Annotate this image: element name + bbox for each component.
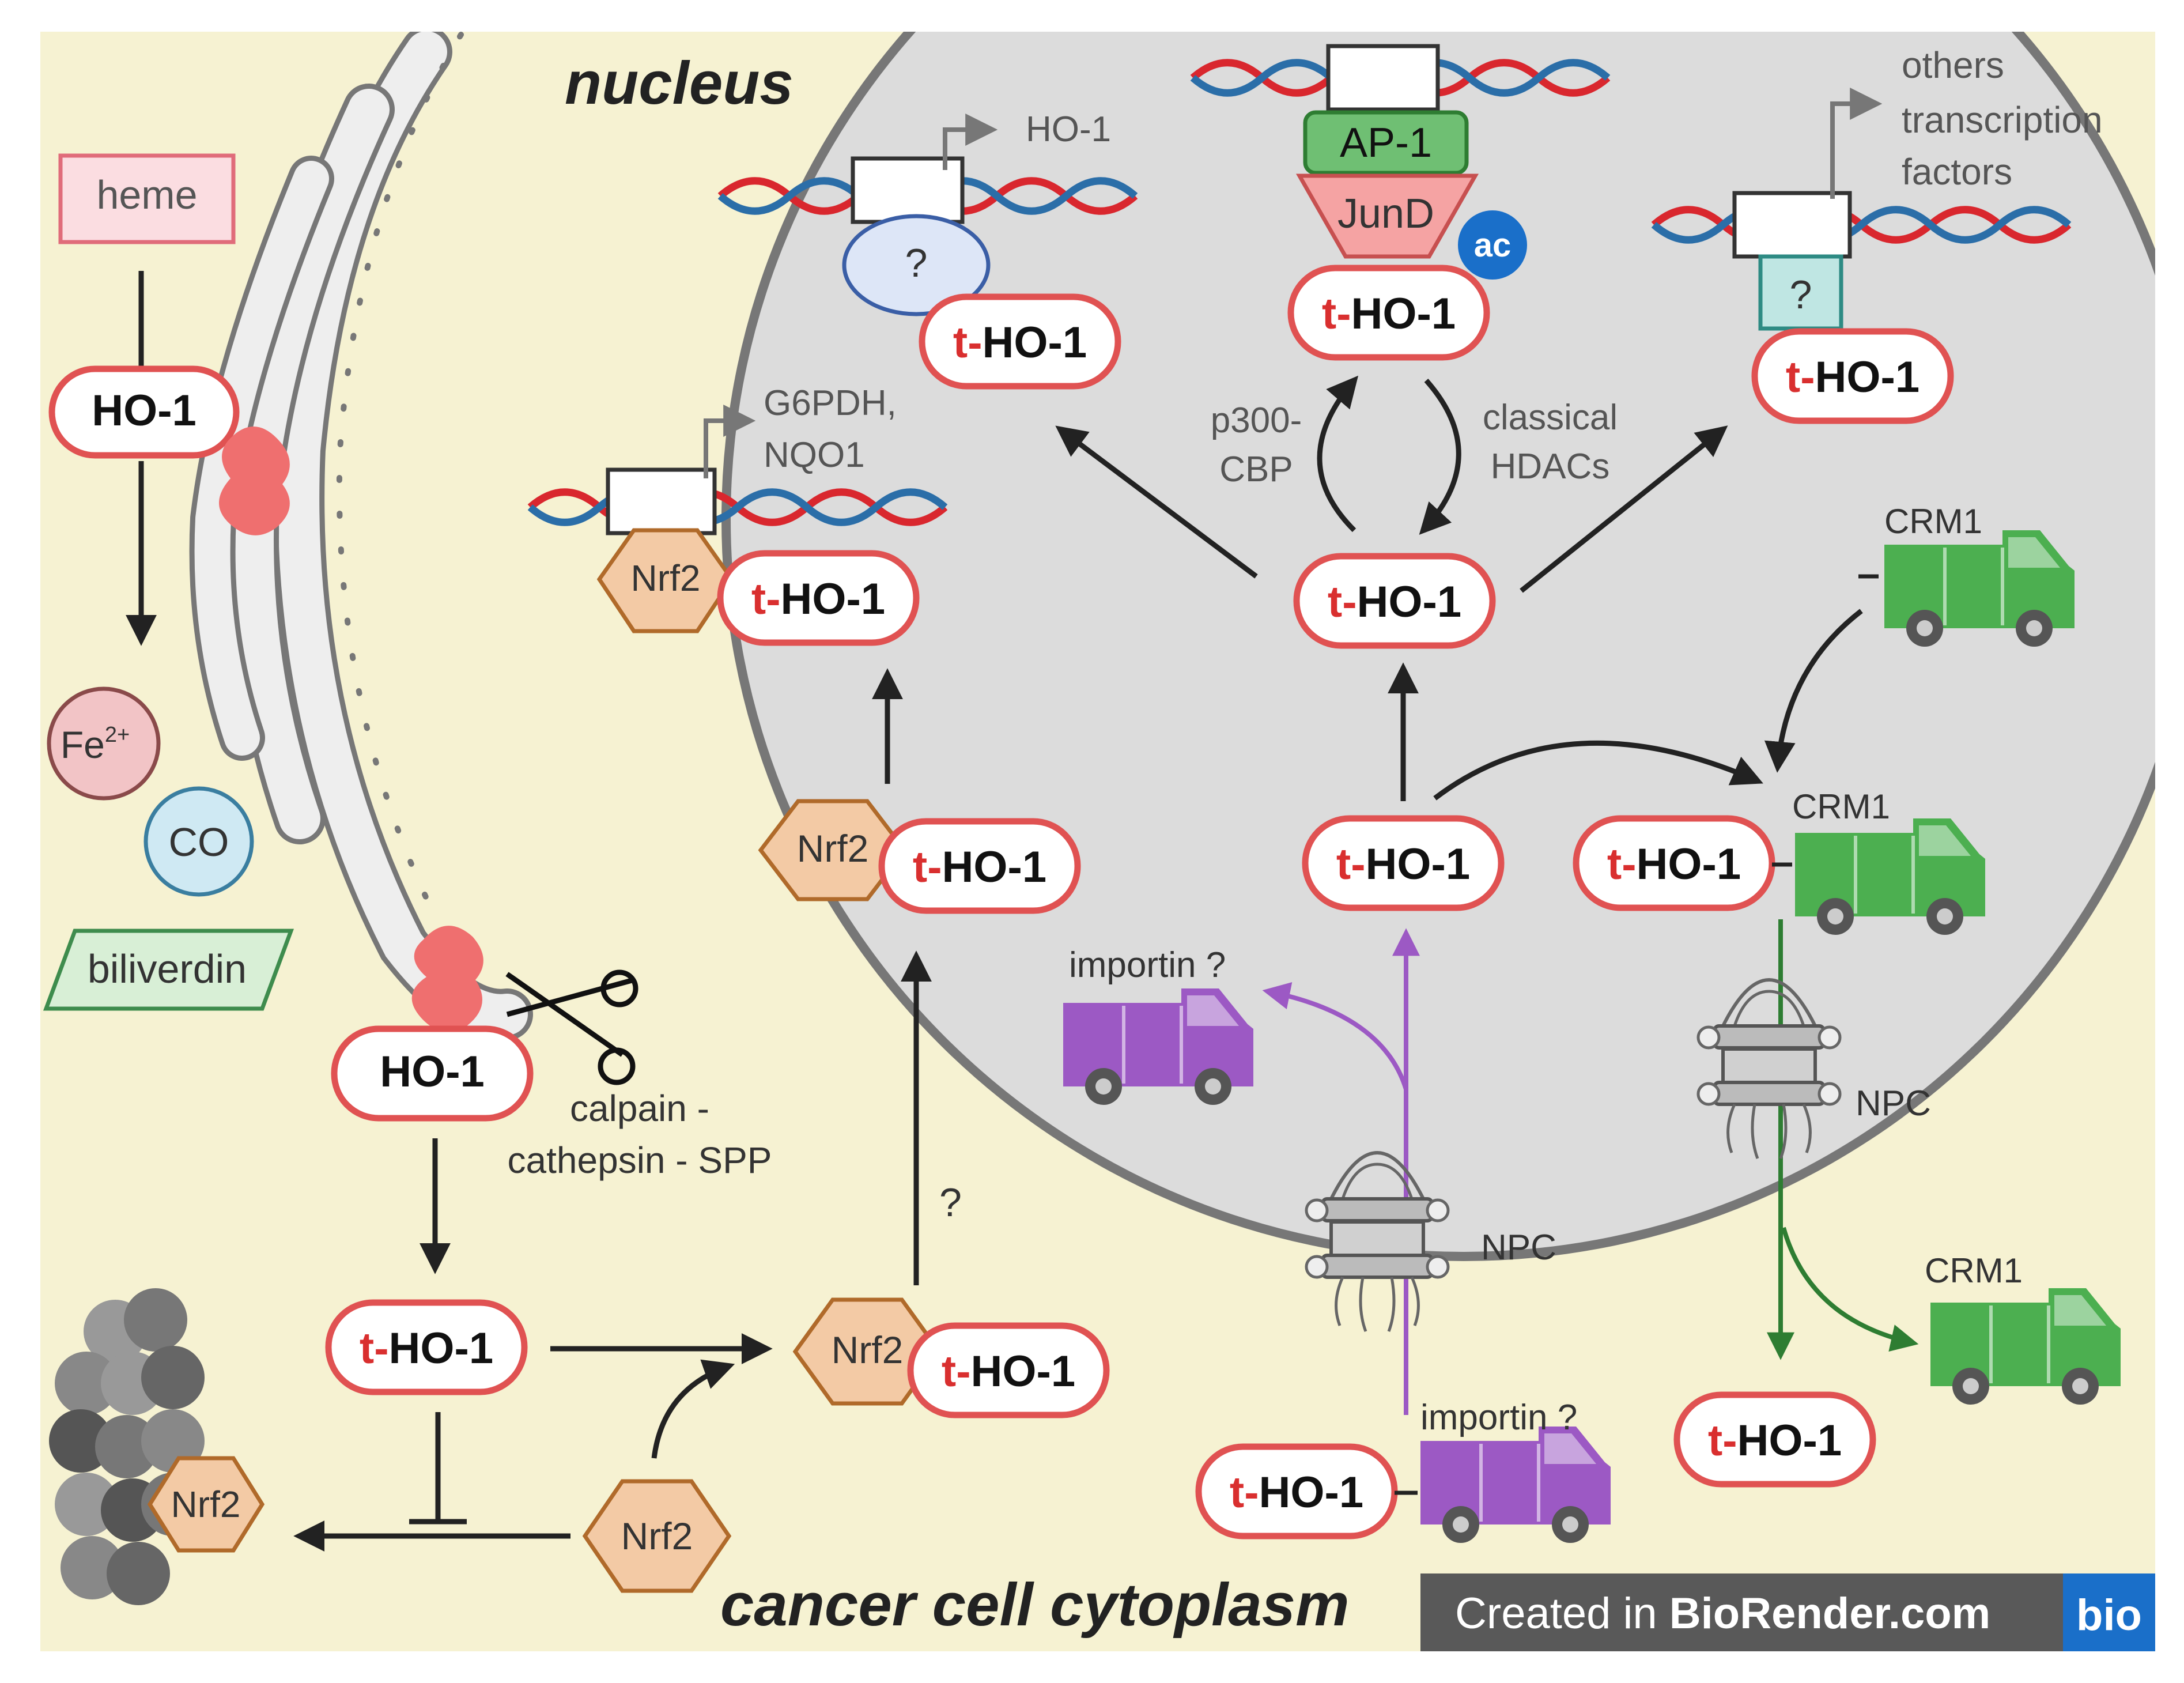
acetyl-badge — [1458, 210, 1527, 280]
promoter-box-other-tf — [1732, 191, 1852, 259]
ho1-anchor-blob — [219, 427, 290, 535]
promoter-box-ap1 — [1326, 44, 1440, 112]
ho1-anchor-blob-2 — [411, 926, 483, 1032]
co-node — [143, 786, 254, 897]
nrf2-label-free: Nrf2 — [621, 1515, 693, 1557]
hdac-label-line1: classical — [1483, 398, 1618, 437]
biliverdin-label: biliverdin — [88, 946, 247, 991]
tho1-label-import-cargo: t-HO-1 — [1230, 1468, 1363, 1517]
scissors-icon — [505, 969, 638, 1085]
tho1-label-export-complex: t-HO-1 — [1607, 840, 1741, 889]
ap1-box — [1303, 110, 1469, 175]
ho1-label-cleaved: HO-1 — [380, 1047, 485, 1096]
tho1-node-ap1 — [1287, 265, 1490, 361]
tho1-label-ap1: t-HO-1 — [1322, 289, 1456, 338]
acetyl-label: ac — [1474, 227, 1512, 264]
jund-label: JunD — [1337, 191, 1434, 237]
tho1-label-nucleus-entry: t-HO-1 — [1336, 840, 1470, 889]
credit-text: Created in BioRender.com — [1455, 1589, 1990, 1638]
tho1-label-dna-ho1: t-HO-1 — [953, 318, 1087, 367]
crm1-release-arrow — [1781, 1227, 1919, 1352]
npc-label-export: NPC — [1856, 1084, 1931, 1123]
tho1-node-nucleus-hub — [1293, 553, 1496, 649]
tho1-node-dna-ho1 — [919, 293, 1121, 390]
tho1-node-other-tf — [1751, 328, 1954, 424]
ho1-label-er: HO-1 — [92, 386, 197, 435]
importin-label-nucleus: importin ? — [1069, 945, 1226, 985]
fe-node — [47, 686, 161, 801]
nrf2-hex-complex-nuc — [758, 799, 908, 901]
biliverdin-shape — [43, 929, 294, 1011]
nrf2-label-proteasome: Nrf2 — [171, 1484, 241, 1525]
nrf2-hex-free — [582, 1479, 732, 1593]
hub-to-ho1-arrow — [1055, 425, 1258, 579]
p300-label-line2: CBP — [1219, 450, 1293, 489]
nrf2-label-complex-cyto: Nrf2 — [832, 1329, 904, 1371]
hub-to-tf-arrow — [1520, 425, 1728, 593]
tho1-label-nucleus-hub: t-HO-1 — [1328, 578, 1461, 627]
crm1-label-export: CRM1 — [1792, 787, 1890, 826]
ho1-node-cleaved — [331, 1025, 534, 1122]
tho1-label-other-tf: t-HO-1 — [1786, 353, 1919, 402]
nucleus-label: nucleus — [565, 50, 794, 117]
credit-logo-text: bio — [2076, 1591, 2142, 1640]
tho1-node-nucleus-entry — [1302, 815, 1505, 911]
jund-shape — [1295, 173, 1479, 259]
tf-label-line1: others — [1902, 44, 2004, 86]
gene-label-g6pdh: G6PDH, — [764, 383, 897, 423]
tf-label-line3: factors — [1902, 151, 2012, 193]
protease-label-line2: cathepsin - SPP — [508, 1139, 772, 1181]
nrf2-label-complex-nuc: Nrf2 — [797, 827, 869, 870]
ap1-label: AP-1 — [1340, 120, 1432, 166]
tf-label-line2: transcription — [1902, 99, 2103, 141]
unknown-factor-ho1-label: ? — [905, 240, 928, 285]
fe-label: Fe2+ — [61, 723, 130, 766]
cytoplasm-label: cancer cell cytoplasm — [720, 1571, 1349, 1639]
ho1-node-er — [48, 365, 240, 459]
tho1-label-complex-cyto: t-HO-1 — [942, 1347, 1075, 1396]
importin-label-cytoplasm: importin ? — [1420, 1398, 1577, 1437]
tho1-label-cytoplasm: t-HO-1 — [360, 1324, 493, 1373]
co-label: CO — [169, 820, 229, 865]
tho1-label-complex-nuc: t-HO-1 — [913, 843, 1046, 892]
tho1-node-dna-nrf2 — [717, 550, 920, 646]
nrf2-hex-dna — [596, 528, 735, 633]
nrf2-label-dna: Nrf2 — [631, 557, 701, 599]
gene-arrow-nrf2 — [704, 405, 756, 478]
unknown-factor-ho1 — [842, 214, 991, 316]
entry-to-crm1-arrow — [1433, 740, 1763, 801]
credit-banner — [1420, 1573, 2155, 1651]
crm1-label-free: CRM1 — [1884, 502, 1982, 541]
deacetylation-arrow — [1419, 379, 1461, 535]
gene-arrow-other-tf — [1830, 88, 1883, 199]
heme-box — [58, 153, 236, 244]
nrf2-binding-arrow — [651, 1359, 735, 1459]
gene-label-nqo1: NQO1 — [764, 435, 865, 475]
gene-label-ho1: HO-1 — [1026, 110, 1111, 149]
nrf2-hex-complex-cyto — [792, 1297, 942, 1406]
npc-label-import: NPC — [1481, 1228, 1556, 1267]
gene-arrow-ho1 — [943, 114, 998, 170]
heme-label: heme — [96, 172, 197, 217]
acetylation-arrow — [1317, 375, 1359, 533]
nrf2-hex-proteasome — [147, 1456, 265, 1553]
promoter-box-nrf2 — [606, 467, 717, 535]
unknown-factor-tf-label: ? — [1790, 272, 1812, 317]
tho1-node-complex-nuc — [878, 818, 1081, 914]
crm1-recruit-arrow — [1764, 609, 1863, 773]
protease-label-line1: calpain - — [570, 1088, 709, 1129]
p300-label-line1: p300- — [1211, 401, 1302, 440]
tho1-node-complex-cyto — [907, 1322, 1110, 1418]
tho1-node-cytoplasm — [325, 1299, 528, 1395]
tho1-node-exported — [1673, 1391, 1876, 1488]
hdac-label-line2: HDACs — [1491, 447, 1610, 486]
tho1-label-exported: t-HO-1 — [1708, 1416, 1842, 1465]
import-question-label: ? — [939, 1180, 962, 1225]
credit-logo-box — [2063, 1573, 2155, 1651]
tho1-label-dna-nrf2: t-HO-1 — [751, 575, 885, 624]
importin-release-arrow — [1262, 982, 1408, 1090]
crm1-label-cytoplasm: CRM1 — [1925, 1251, 2023, 1290]
